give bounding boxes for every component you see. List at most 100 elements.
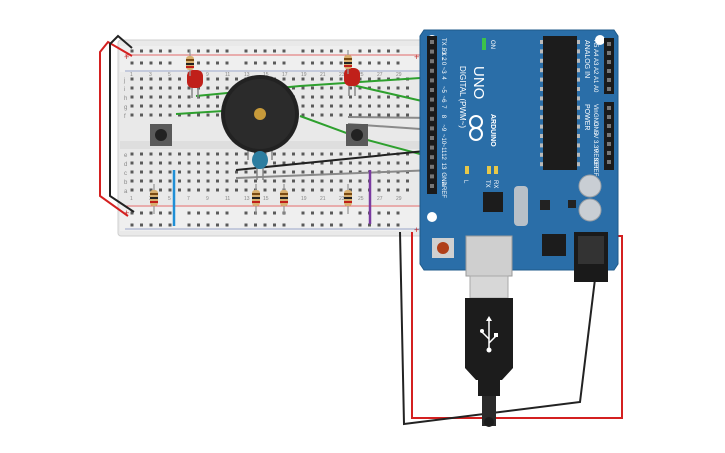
pushbutton-left[interactable] xyxy=(150,124,172,146)
column-number: 1 xyxy=(130,196,133,202)
column-number: 5 xyxy=(168,196,171,202)
digital-header[interactable] xyxy=(427,36,437,194)
analog-pin[interactable] xyxy=(607,60,611,64)
analog-pin-label: A3 xyxy=(592,58,598,66)
on-led-icon xyxy=(482,38,486,50)
column-number: 19 xyxy=(301,196,307,202)
resistor-top-left[interactable] xyxy=(186,50,194,76)
components xyxy=(150,50,368,214)
digital-pin[interactable] xyxy=(430,136,434,140)
digital-pin[interactable] xyxy=(430,116,434,121)
power-label: POWER xyxy=(583,104,590,130)
row-letter: a xyxy=(124,189,128,195)
digital-pin[interactable] xyxy=(430,88,434,92)
analog-pin[interactable] xyxy=(607,51,611,55)
digital-pin[interactable] xyxy=(430,78,434,83)
digital-pin-label: TX→1 xyxy=(440,38,446,56)
digital-pin[interactable] xyxy=(430,59,434,64)
digital-pin-label: ~11 xyxy=(440,144,446,154)
column-number: 15 xyxy=(263,72,269,78)
rail-plus-label-bottom: + xyxy=(124,208,129,218)
power-pin-label: Vin xyxy=(592,104,598,113)
column-number: 1 xyxy=(130,72,133,78)
analog-pin-label: A0 xyxy=(592,85,598,93)
column-number: 27 xyxy=(377,72,383,78)
digital-pin[interactable] xyxy=(430,49,434,54)
column-number: 11 xyxy=(225,196,230,202)
digital-pin[interactable] xyxy=(430,155,434,160)
power-pin[interactable] xyxy=(607,142,611,146)
piezo-buzzer[interactable] xyxy=(221,75,299,160)
analog-pin[interactable] xyxy=(607,87,611,91)
column-number: 29 xyxy=(396,196,402,202)
capacitor[interactable] xyxy=(252,151,268,180)
digital-pin-label: 12 xyxy=(440,153,446,160)
analog-pin[interactable] xyxy=(607,78,611,82)
wire-red-left-loop[interactable] xyxy=(99,40,133,217)
uno-title: UNO xyxy=(470,66,487,99)
rail-plus-label-bottom-right: + xyxy=(414,225,419,235)
digital-pin-label: ~3 xyxy=(440,67,446,75)
smd-component-2 xyxy=(568,200,576,208)
power-pin[interactable] xyxy=(607,106,611,110)
digital-pin[interactable] xyxy=(430,68,434,73)
resistor-top-right[interactable] xyxy=(344,50,352,74)
crystal-oscillator xyxy=(514,186,528,226)
analog-pin[interactable] xyxy=(607,42,611,46)
row-letter: h xyxy=(124,96,127,102)
column-number: 11 xyxy=(225,72,230,78)
column-number: 29 xyxy=(396,72,402,78)
digital-pin-label: GND xyxy=(440,172,446,186)
resistor-bottom-3[interactable] xyxy=(280,184,288,214)
usb-b-port[interactable] xyxy=(465,235,513,277)
digital-pin[interactable] xyxy=(430,145,434,150)
column-number: 5 xyxy=(168,72,171,78)
power-pin[interactable] xyxy=(607,160,611,164)
mount-hole-icon xyxy=(595,35,605,45)
analog-pin-label: A5 xyxy=(592,40,598,48)
column-number: 17 xyxy=(282,72,288,78)
digital-pin[interactable] xyxy=(430,97,434,102)
power-pin[interactable] xyxy=(607,115,611,119)
power-pin[interactable] xyxy=(607,151,611,155)
resistor-bottom-4[interactable] xyxy=(344,184,352,214)
digital-pin[interactable] xyxy=(430,126,434,131)
row-letter: b xyxy=(124,180,128,186)
wire-gray-3[interactable] xyxy=(235,169,436,179)
column-number: 23 xyxy=(339,72,345,78)
resistor-bottom-2[interactable] xyxy=(252,184,260,214)
power-pin-label: RESET xyxy=(592,149,598,169)
reset-button-icon[interactable] xyxy=(437,242,449,254)
usb-cable[interactable] xyxy=(465,275,513,427)
resistor-bottom-1[interactable] xyxy=(150,184,158,214)
digital-pin[interactable] xyxy=(430,40,434,44)
digital-pin[interactable] xyxy=(430,184,434,188)
pushbutton-right[interactable] xyxy=(346,124,368,146)
power-pin-label: GND xyxy=(592,122,598,136)
row-letter: i xyxy=(124,87,125,93)
digital-pin[interactable] xyxy=(430,164,434,169)
column-number: 23 xyxy=(339,196,345,202)
analog-in-label: ANALOG IN xyxy=(583,40,590,78)
wire-black-left-loop[interactable] xyxy=(109,34,135,213)
digital-pin[interactable] xyxy=(430,107,434,112)
tx-led-icon xyxy=(487,166,491,174)
digital-pin[interactable] xyxy=(430,174,434,179)
led-left[interactable] xyxy=(187,70,203,98)
analog-pin-label: A4 xyxy=(592,49,598,57)
usb-symbol-icon xyxy=(480,316,498,353)
digital-label: DIGITAL (PWM~) xyxy=(458,66,467,128)
capacitor-1-icon xyxy=(578,174,602,198)
power-pin[interactable] xyxy=(607,133,611,137)
wire-black-13[interactable] xyxy=(235,149,436,171)
analog-pin[interactable] xyxy=(607,69,611,73)
chip-pins xyxy=(540,40,580,167)
analog-header[interactable] xyxy=(604,38,614,94)
column-number: 21 xyxy=(320,72,326,78)
mount-hole-icon xyxy=(427,212,437,222)
row-letter: j xyxy=(123,78,125,84)
voltage-regulator xyxy=(542,234,566,256)
power-pin[interactable] xyxy=(607,124,611,128)
